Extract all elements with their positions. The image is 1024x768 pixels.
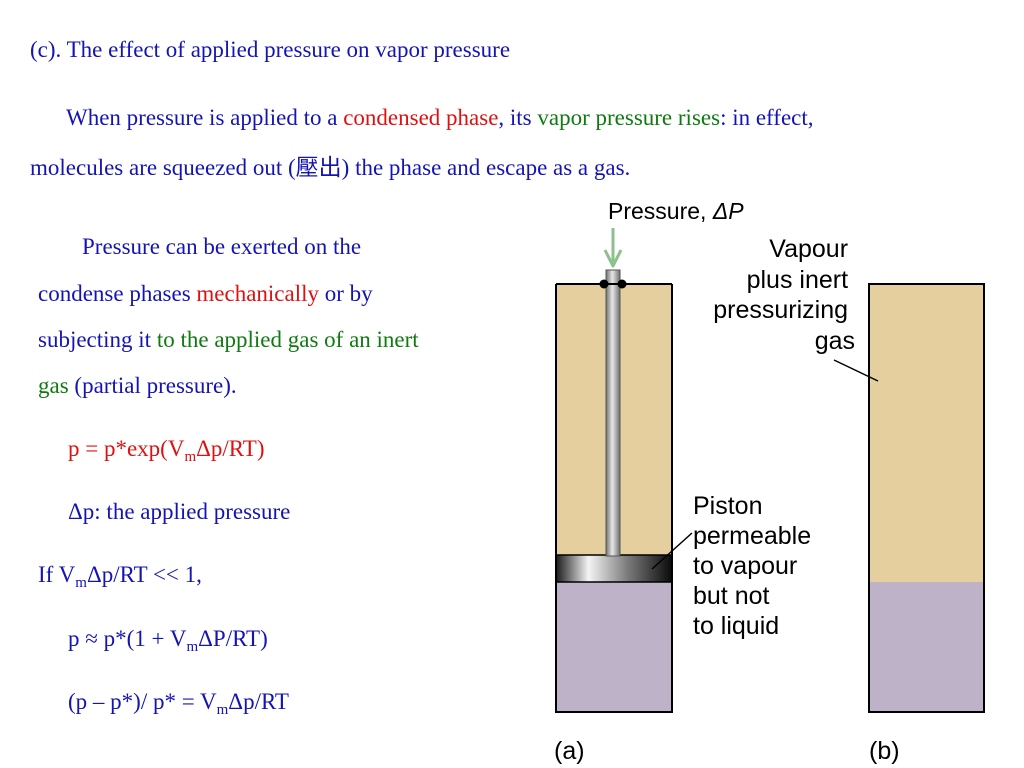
label-b: (b) xyxy=(869,737,900,765)
condition-line: If VmΔp/RT << 1, xyxy=(38,562,202,591)
para-text-1: condense phases xyxy=(38,281,197,306)
intro-line-1: When pressure is applied to a condensed … xyxy=(66,106,814,129)
label-a: (a) xyxy=(554,737,585,765)
liquid-region-a xyxy=(556,582,672,712)
piston xyxy=(555,554,673,583)
delta-p-definition: Δp: the applied pressure xyxy=(68,499,291,524)
equation-1-post: Δp/RT) xyxy=(196,436,265,461)
slide-heading: (c). The effect of applied pressure on v… xyxy=(30,37,511,62)
equation-2-post: ΔP/RT) xyxy=(198,626,268,651)
condition-sub: m xyxy=(75,575,87,591)
condition-post: Δp/RT << 1, xyxy=(86,562,202,587)
intro-vapor-pressure-rises: vapor pressure rises xyxy=(537,105,721,130)
container-b-outline xyxy=(868,283,985,713)
condition-pre: If V xyxy=(38,562,76,587)
intro-condensed-phase: condensed phase xyxy=(343,105,499,130)
equation-2-sub: m xyxy=(186,639,199,655)
para-gas: gas xyxy=(38,373,69,398)
para-line-1: Pressure can be exerted on the xyxy=(82,234,362,259)
equation-1-pre: p = p*exp(V xyxy=(68,436,185,461)
intro-line-2: molecules are squeezed out (壓出) the phas… xyxy=(30,155,631,180)
vapour-region-b xyxy=(869,284,984,582)
para-line-2: condense phases mechanically or by xyxy=(38,282,373,305)
seal-right xyxy=(617,279,627,289)
para-partial-pressure: (partial pressure). xyxy=(68,373,237,398)
equation-2: p ≈ p*(1 + VmΔP/RT) xyxy=(68,626,268,655)
equation-3-pre: (p – p*)/ p* = V xyxy=(68,689,217,714)
para-mechanically: mechanically xyxy=(196,281,320,306)
equation-1: p = p*exp(VmΔp/RT) xyxy=(68,436,265,465)
liquid-region-b xyxy=(869,582,984,712)
para-text-2: or by xyxy=(319,281,373,306)
piston-rod xyxy=(605,269,621,557)
piston-label: Piston permeable to vapour but not to li… xyxy=(693,492,818,640)
container-a-outline xyxy=(555,284,673,713)
vapour-label: Vapour plus inert pressurizing gas xyxy=(713,235,855,355)
pressure-arrow-head xyxy=(603,249,623,268)
piston-leader-line xyxy=(651,532,693,570)
para-line-3: subjecting it to the applied gas of an i… xyxy=(38,328,419,351)
intro-text-2: , its xyxy=(498,105,538,130)
intro-text-3: : in effect, xyxy=(720,105,814,130)
equation-3-sub: m xyxy=(216,702,229,718)
seal-left xyxy=(599,279,609,289)
para-line-4: gas (partial pressure). xyxy=(38,374,237,397)
vapour-leader-line xyxy=(833,359,879,382)
para-applied-gas: to the applied gas of an inert xyxy=(156,327,419,352)
equation-3-post: Δp/RT xyxy=(228,689,289,714)
para-text-3: subjecting it xyxy=(38,327,157,352)
intro-text-1: When pressure is applied to a xyxy=(66,105,344,130)
equation-1-sub: m xyxy=(184,449,197,465)
equation-2-pre: p ≈ p*(1 + V xyxy=(68,626,187,651)
pressure-label: Pressure, ΔP xyxy=(608,198,744,224)
equation-3: (p – p*)/ p* = VmΔp/RT xyxy=(68,689,289,718)
